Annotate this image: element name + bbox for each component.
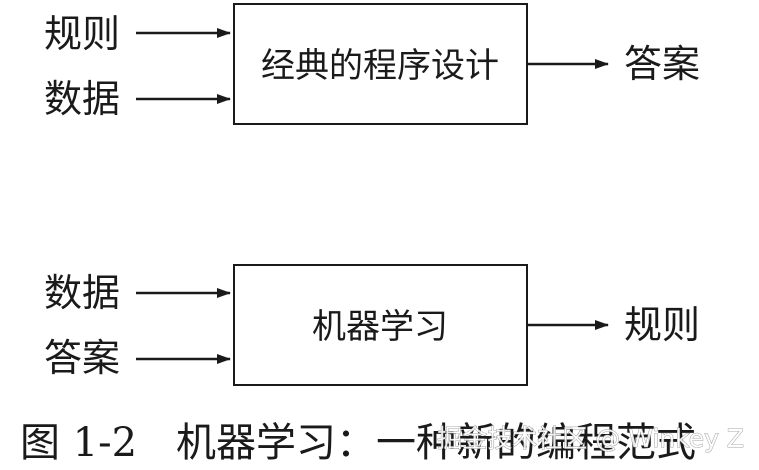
classic-programming-diagram: 规则 数据 经典的程序设计 答案 [44,3,700,125]
classic-input-data-label: 数据 [44,77,120,121]
machine-learning-box-label: 机器学习 [312,307,448,347]
figure-caption: 图 1-2 机器学习：一种新的编程范式 [20,420,696,466]
machine-learning-box [233,264,528,386]
figure-number: 图 1-2 [20,420,137,466]
machine-learning-diagram: 数据 答案 机器学习 规则 [44,264,700,386]
ml-output-rules-label: 规则 [624,303,700,347]
figure-caption-text: 机器学习：一种新的编程范式 [176,420,696,466]
classic-programming-box [233,3,528,125]
ml-input-data-label: 数据 [44,271,120,315]
classic-programming-box-label: 经典的程序设计 [261,46,499,86]
ml-input-answer-label: 答案 [44,336,120,380]
classic-input-rules-label: 规则 [44,12,120,56]
watermark-text: 掘金技术社区 @ Winkey Z [437,424,744,453]
classic-output-answer-label: 答案 [624,42,700,86]
